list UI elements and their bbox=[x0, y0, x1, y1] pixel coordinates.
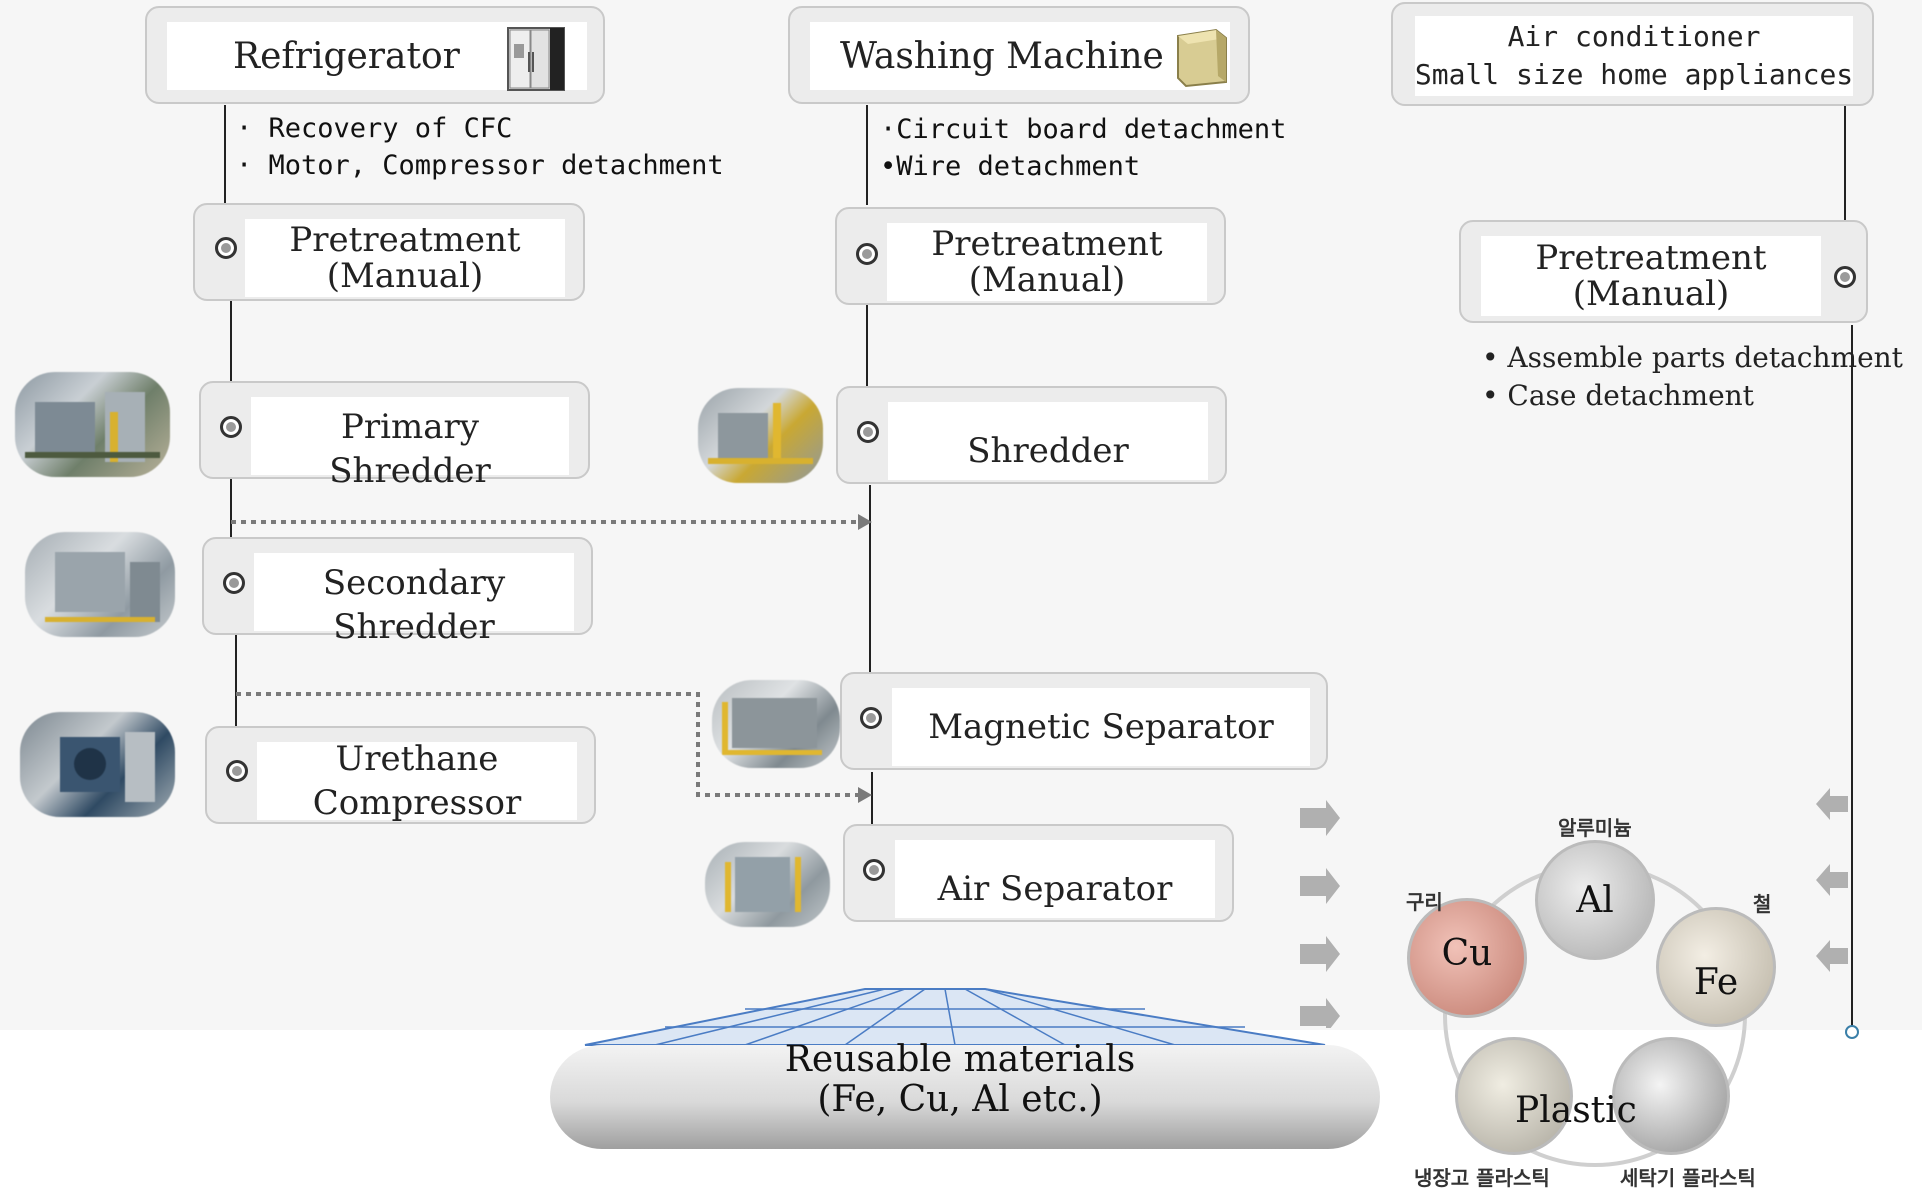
primary-shredder-photo bbox=[15, 372, 170, 477]
material-plastic-symbol: Plastic bbox=[1515, 1090, 1637, 1131]
material-fe-symbol: Fe bbox=[1693, 961, 1739, 1003]
node-dot bbox=[860, 707, 882, 729]
reusable-materials-label: Reusable materials (Fe, Cu, Al etc.) bbox=[640, 1040, 1280, 1120]
magnetic-separator-photo bbox=[712, 680, 840, 768]
node-dot bbox=[1834, 266, 1856, 288]
node-dot bbox=[863, 859, 885, 881]
step-label-line1: Pretreatment bbox=[1535, 238, 1767, 278]
refrigerator-note-1: · Recovery of CFC bbox=[236, 113, 513, 144]
air-separator-photo bbox=[705, 842, 830, 927]
air-conditioner-notes: • Assemble parts detachment • Case detac… bbox=[1482, 339, 1903, 415]
step-label-line1: Air Separator bbox=[937, 869, 1173, 909]
air-conditioner-title-line1: Air conditioner bbox=[1507, 20, 1761, 53]
air-conditioner-note-1: • Assemble parts detachment bbox=[1482, 341, 1903, 374]
step-label-line1: Urethane bbox=[335, 739, 499, 779]
step-label-line2: Shredder bbox=[333, 607, 495, 647]
washing-machine-notes: ·Circuit board detachment •Wire detachme… bbox=[880, 111, 1286, 185]
air-conditioner-note-2: • Case detachment bbox=[1482, 379, 1754, 412]
washing-machine-note-2: •Wire detachment bbox=[880, 151, 1141, 182]
material-cu: Cu bbox=[1407, 898, 1527, 1018]
refrigerator-icon bbox=[502, 22, 574, 94]
node-dot bbox=[857, 421, 879, 443]
step-label-line1: Magnetic Separator bbox=[928, 707, 1274, 747]
material-plastic-washer bbox=[1612, 1037, 1730, 1155]
washing-machine-title: Washing Machine bbox=[840, 35, 1164, 77]
step-label-line1: Pretreatment bbox=[931, 224, 1163, 264]
step-urethane-compressor: Urethane Compressor bbox=[205, 726, 596, 824]
step-label-line2: (Manual) bbox=[326, 256, 484, 296]
material-al: Al bbox=[1535, 840, 1655, 960]
step-air-separator: Air Separator bbox=[843, 824, 1234, 922]
material-cu-korean: 구리 bbox=[1406, 890, 1443, 914]
step-label-line2: (Manual) bbox=[1572, 274, 1730, 314]
air-conditioner-title-line2: Small size home appliances bbox=[1414, 58, 1854, 91]
material-al-korean: 알루미늄 bbox=[1558, 816, 1632, 840]
shredder-photo bbox=[698, 388, 823, 483]
material-plastic-washer-korean: 세탁기 플라스틱 bbox=[1620, 1166, 1756, 1190]
refrigerator-box: Refrigerator bbox=[145, 6, 605, 104]
step-washing-pretreatment: Pretreatment (Manual) bbox=[835, 207, 1226, 305]
step-air-conditioner-pretreatment: Pretreatment (Manual) bbox=[1459, 220, 1868, 323]
step-secondary-shredder: Secondary Shredder bbox=[202, 537, 593, 647]
step-magnetic-separator: Magnetic Separator bbox=[840, 672, 1328, 770]
input-arrows-right bbox=[1816, 788, 1848, 972]
material-cu-symbol: Cu bbox=[1441, 932, 1493, 974]
step-label-line1: Pretreatment bbox=[289, 220, 521, 260]
reusable-platform bbox=[550, 988, 1380, 1149]
step-label-line2: Shredder bbox=[329, 451, 491, 491]
washing-machine-note-1: ·Circuit board detachment bbox=[880, 114, 1287, 145]
air-conditioner-box: Air conditioner Small size home applianc… bbox=[1391, 2, 1874, 106]
step-primary-shredder: Primary Shredder bbox=[199, 381, 590, 491]
refrigerator-notes: · Recovery of CFC · Motor, Compressor de… bbox=[236, 110, 724, 184]
input-arrows-left bbox=[1300, 800, 1340, 1028]
step-label-line2: (Manual) bbox=[968, 260, 1126, 300]
node-dot bbox=[226, 760, 248, 782]
node-dot bbox=[220, 416, 242, 438]
secondary-shredder-photo bbox=[25, 532, 175, 637]
step-label-line1: Primary bbox=[341, 407, 479, 447]
material-fe: Fe bbox=[1656, 907, 1776, 1027]
material-plastic-fridge bbox=[1455, 1037, 1573, 1155]
step-label-line2: Compressor bbox=[312, 783, 522, 823]
reusable-line2: (Fe, Cu, Al etc.) bbox=[817, 1079, 1103, 1120]
material-plastic-fridge-korean: 냉장고 플라스틱 bbox=[1414, 1166, 1550, 1190]
material-al-symbol: Al bbox=[1576, 879, 1614, 921]
node-dot bbox=[215, 237, 237, 259]
washing-machine-icon bbox=[1172, 26, 1230, 88]
step-label-line1: Shredder bbox=[967, 431, 1129, 471]
washing-machine-box: Washing Machine bbox=[788, 6, 1250, 104]
reusable-line1: Reusable materials bbox=[784, 1039, 1136, 1080]
material-fe-korean: 철 bbox=[1753, 892, 1772, 916]
refrigerator-note-2: · Motor, Compressor detachment bbox=[236, 150, 724, 181]
node-dot bbox=[856, 243, 878, 265]
step-refrigerator-pretreatment: Pretreatment (Manual) bbox=[193, 203, 585, 301]
step-label-line1: Secondary bbox=[322, 563, 506, 603]
urethane-compressor-photo bbox=[20, 712, 175, 817]
refrigerator-title: Refrigerator bbox=[233, 35, 460, 77]
step-shredder: Shredder bbox=[836, 386, 1227, 484]
node-dot bbox=[223, 572, 245, 594]
